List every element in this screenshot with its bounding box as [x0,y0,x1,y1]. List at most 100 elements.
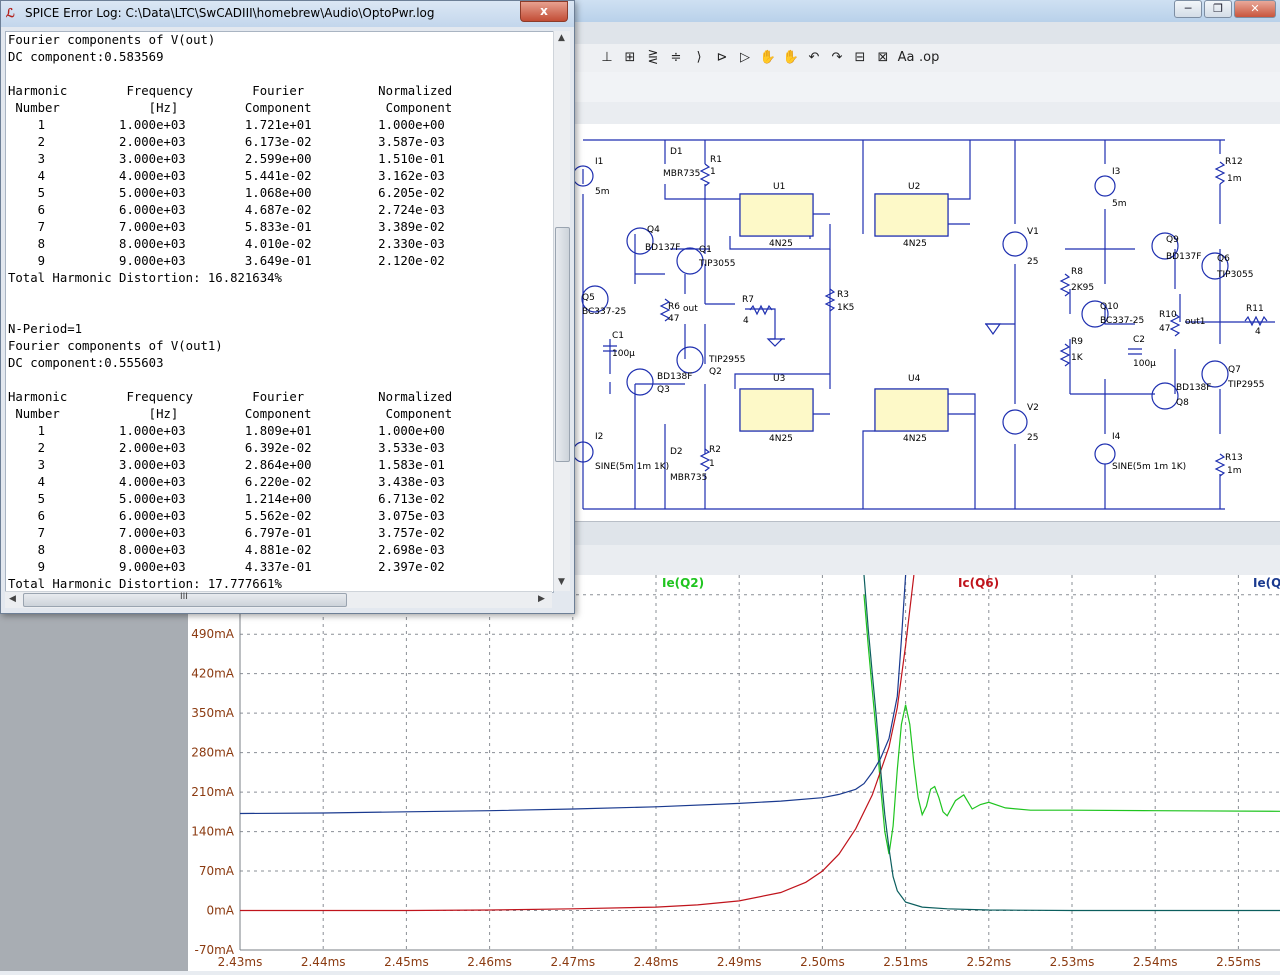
trace-label-ie-q2[interactable]: Ie(Q2) [662,576,705,590]
undo-icon[interactable]: ↶ [808,50,820,65]
log-vertical-scroll-thumb[interactable] [555,227,570,462]
schematic-label: 5m [1112,199,1127,209]
drag-tool-icon[interactable]: ✋ [782,50,800,65]
y-tick-label: 140mA [191,825,235,839]
log-horizontal-scroll-thumb[interactable]: III [23,592,347,607]
schematic-label: BD137F [1166,252,1201,262]
log-line: 8 8.000e+03 4.010e-02 2.330e-03 [8,237,445,251]
schematic-label: 47 [1159,324,1170,334]
log-line: Number [Hz] Component Component [8,101,453,115]
redo-icon[interactable]: ↷ [831,50,843,65]
log-line: 1 1.000e+03 1.721e+01 1.000e+00 [8,118,445,132]
schematic-label: I4 [1112,432,1121,442]
x-tick-label: 2.52ms [966,955,1011,969]
log-line: 7 7.000e+03 5.833e-01 3.389e-02 [8,220,445,234]
close-button[interactable]: ✕ [1234,0,1276,18]
schematic-label: V2 [1027,403,1039,413]
scroll-up-arrow-icon[interactable]: ▲ [558,33,565,43]
log-vertical-scrollbar[interactable]: ▲ ▼ [553,31,570,591]
log-close-button[interactable]: x [520,1,568,22]
y-tick-label: 350mA [191,706,235,720]
toolbar-strip [575,72,1280,103]
schematic-label: out1 [1185,317,1205,327]
schematic-label: 1 [710,167,716,177]
schematic-label: U1 [773,182,785,192]
x-tick-label: 2.46ms [467,955,512,969]
plot-left-gutter [0,575,188,971]
schematic-label: MBR735 [670,473,707,483]
trace-label-ic-q6[interactable]: Ic(Q6) [958,576,1000,590]
move-tool-icon[interactable]: ✋ [759,50,777,65]
scroll-left-arrow-icon[interactable]: ◀ [9,594,16,604]
log-line: 4 4.000e+03 6.220e-02 3.438e-03 [8,475,445,489]
log-line [8,66,452,83]
trace-line-2 [240,574,915,912]
schematic-label: R2 [709,445,721,455]
schematic-label: R10 [1159,310,1177,320]
trace-label-ie-q[interactable]: Ie(Q [1253,576,1280,590]
x-tick-label: 2.53ms [1050,955,1095,969]
resistor-tool-icon[interactable]: ⋛ [647,50,659,65]
log-line: Number [Hz] Component Component [8,407,453,421]
schematic-label: R7 [742,295,754,305]
schematic-label: Q4 [647,225,660,235]
x-tick-label: 2.44ms [301,955,346,969]
label-tool-icon[interactable]: ⊞ [624,50,636,65]
waveform-plot[interactable]: 560mA490mA420mA350mA280mA210mA140mA70mA0… [0,574,1280,971]
scroll-right-arrow-icon[interactable]: ▶ [538,594,545,604]
schematic-label: R6 [668,302,680,312]
component-tool-icon[interactable]: ▷ [740,50,750,65]
schematic-label: U3 [773,374,785,384]
capacitor-tool-icon[interactable]: ≑ [670,50,682,65]
schematic-label: R3 [837,290,849,300]
waveform-header [575,545,1280,575]
x-tick-label: 2.43ms [218,955,263,969]
schematic-label: 1m [1227,174,1242,184]
log-line: 5 5.000e+03 1.068e+00 6.205e-02 [8,186,445,200]
schematic-label: 4 [743,316,749,326]
minimize-button[interactable]: ─ [1174,0,1202,18]
log-line: DC component:0.555603 [8,356,164,370]
scroll-thumb-grip: III [180,592,188,602]
schematic-label: I2 [595,432,603,442]
schematic-label: 5m [595,187,610,197]
log-titlebar[interactable]: ℒ SPICE Error Log: C:\Data\LTC\SwCADIII\… [1,1,574,27]
text-tool-icon[interactable]: Aa [897,50,915,65]
schematic-label: TIP3055 [1216,270,1253,280]
schematic-label: U2 [908,182,920,192]
trace-line-4 [863,574,1280,912]
rotate-tool-icon[interactable]: ⊟ [854,50,866,65]
log-line: 2 2.000e+03 6.392e-02 3.533e-03 [8,441,445,455]
scroll-down-arrow-icon[interactable]: ▼ [558,577,565,587]
log-line: 9 9.000e+03 3.649e-01 2.120e-02 [8,254,445,268]
log-line: 7 7.000e+03 6.797e-01 3.757e-02 [8,526,445,540]
trace-line-3 [239,574,907,815]
schematic-label: Q8 [1176,398,1189,408]
schematic-label: Q7 [1228,365,1241,375]
schematic-label: Q1 [699,245,712,255]
log-line: 3 3.000e+03 2.864e+00 1.583e-01 [8,458,445,472]
log-line: 5 5.000e+03 1.214e+00 6.713e-02 [8,492,445,506]
schematic-label: 4N25 [903,239,927,249]
ground-tool-icon[interactable]: ⊥ [601,50,613,65]
spice-directive-icon[interactable]: .op [919,50,940,65]
log-line: 6 6.000e+03 4.687e-02 2.724e-03 [8,203,445,217]
y-tick-label: 420mA [191,667,235,681]
log-text-area[interactable]: Fourier components of V(out)DC component… [5,31,554,593]
mdi-tab-bar [575,102,1280,125]
schematic-label: BD138F [657,372,692,382]
y-tick-label: 280mA [191,746,235,760]
diode-tool-icon[interactable]: ⊳ [716,50,728,65]
schematic-label: Q2 [709,367,722,377]
inductor-tool-icon[interactable]: ⟩ [696,50,702,65]
log-line [8,304,452,321]
mirror-tool-icon[interactable]: ⊠ [877,50,889,65]
schematic-label: SINE(5m 1m 1K) [595,462,669,472]
log-horizontal-scrollbar[interactable]: ◀ III ▶ [5,591,552,608]
restore-button[interactable]: ❐ [1204,0,1232,18]
log-line: Total Harmonic Distortion: 17.777661% [8,577,282,591]
x-tick-label: 2.51ms [883,955,928,969]
schematic-label: 1K [1071,353,1084,363]
